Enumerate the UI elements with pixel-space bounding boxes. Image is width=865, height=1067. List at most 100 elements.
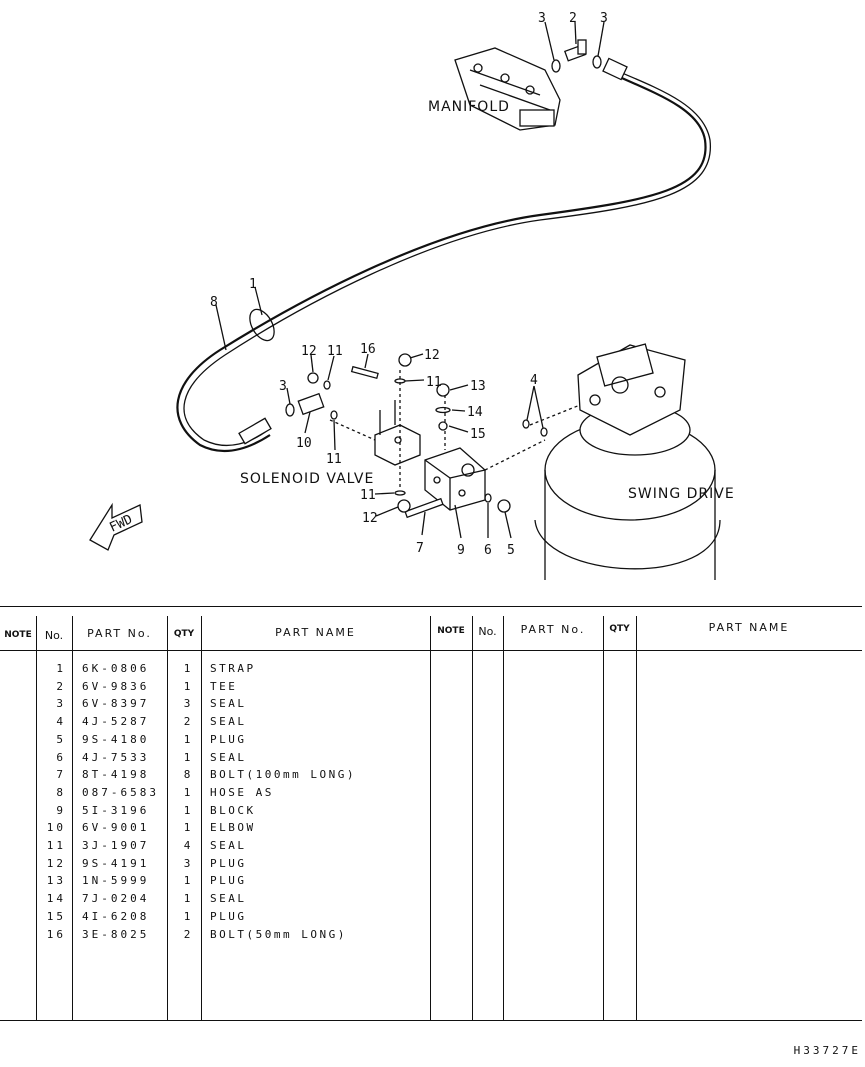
- callout-number: 12: [301, 344, 317, 359]
- forward-arrow-icon: [89, 502, 143, 551]
- strap: [249, 308, 275, 342]
- cell-qty: 1: [183, 750, 191, 764]
- cell-item-no: 6: [56, 750, 66, 764]
- page-code: H33727E: [793, 1044, 861, 1057]
- callout-number: 3: [279, 379, 287, 394]
- cell-part-no: 6V-9836: [82, 679, 150, 693]
- callout-number: 10: [296, 436, 312, 451]
- cell-part-no: 9S-4180: [82, 732, 150, 746]
- cell-part-name: SEAL: [210, 892, 247, 906]
- manifold-caption: MANIFOLD: [428, 99, 510, 115]
- cell-item-no: 1: [56, 662, 66, 675]
- cell-item-no: 16: [46, 927, 66, 941]
- cell-qty: 1: [183, 892, 191, 906]
- cell-part-no: 6K-0806: [82, 662, 150, 675]
- solenoid-valve: [374, 400, 421, 466]
- cell-part-no: 1N-5999: [82, 874, 150, 888]
- callout-number: 5: [507, 543, 515, 558]
- cell-item-no: 2: [56, 679, 66, 693]
- parts-list-table: NOTE No. PART No. QTY PART NAME NOTE No.…: [0, 606, 865, 1026]
- cell-part-name: SEAL: [210, 697, 247, 711]
- header-part-name: PART NAME: [275, 626, 356, 639]
- cell-qty: 4: [183, 839, 191, 852]
- cell-part-name: BOLT(50mm LONG): [210, 927, 347, 941]
- cell-qty: 1: [183, 803, 191, 817]
- cell-item-no: 10: [46, 821, 66, 835]
- cell-part-no: 087-6583: [82, 785, 159, 799]
- cell-item-no: 3: [56, 697, 66, 711]
- callout-number: 4: [530, 373, 538, 388]
- table-row: 6 4J-7533 1 SEAL: [0, 751, 430, 768]
- cell-item-no: 9: [56, 803, 66, 817]
- cell-part-name: PLUG: [210, 732, 247, 746]
- cell-part-name: BLOCK: [210, 803, 256, 817]
- cell-part-no: 3J-1907: [82, 839, 150, 852]
- callout-number: 11: [426, 375, 442, 390]
- header-qty: QTY: [173, 629, 195, 639]
- cell-item-no: 13: [46, 874, 66, 888]
- table-row: 7 8T-4198 8 BOLT(100mm LONG): [0, 768, 430, 785]
- table-header-rule: [0, 650, 862, 651]
- cell-part-name: PLUG: [210, 874, 247, 888]
- cell-part-name: BOLT(100mm LONG): [210, 768, 356, 782]
- cell-qty: 1: [183, 821, 191, 835]
- cell-qty: 3: [183, 856, 191, 870]
- header-no: No.: [44, 629, 64, 642]
- callout-number: 11: [326, 452, 342, 467]
- header-no: No.: [478, 625, 497, 638]
- cell-qty: 1: [183, 909, 191, 923]
- block: [424, 447, 486, 511]
- cell-part-name: PLUG: [210, 856, 247, 870]
- cell-item-no: 4: [56, 715, 66, 729]
- swing-drive-caption: SWING DRIVE: [628, 486, 735, 502]
- cell-part-name: STRAP: [210, 662, 256, 675]
- swing-drive: [534, 343, 721, 580]
- cell-part-no: 6V-8397: [82, 697, 150, 711]
- header-qty: QTY: [609, 624, 630, 634]
- cell-part-no: 3E-8025: [82, 927, 150, 941]
- callout-number: 1: [249, 277, 257, 292]
- cell-part-no: 4J-5287: [82, 715, 150, 729]
- callout-number: 3: [600, 11, 608, 26]
- table-top-rule: [0, 606, 862, 607]
- cell-part-no: 4J-7533: [82, 750, 150, 764]
- cell-item-no: 14: [46, 892, 66, 906]
- cell-item-no: 7: [56, 768, 66, 782]
- cell-part-no: 7J-0204: [82, 892, 150, 906]
- table-row: 11 3J-1907 4 SEAL: [0, 839, 430, 856]
- cell-qty: 8: [183, 768, 191, 782]
- solenoid-valve-caption: SOLENOID VALVE: [240, 471, 374, 487]
- cell-part-name: SEAL: [210, 750, 247, 764]
- header-part-no: PART No.: [87, 627, 152, 640]
- exploded-parts-diagram: FWD MANIFOLD SOLENOID VALVE SWING DRIVE …: [89, 11, 735, 580]
- hose-assembly: [176, 73, 707, 453]
- cell-item-no: 12: [46, 856, 66, 870]
- cell-qty: 1: [183, 785, 191, 799]
- cell-part-no: 6V-9001: [82, 821, 150, 835]
- cell-item-no: 5: [56, 732, 66, 746]
- callout-number: 11: [327, 344, 343, 359]
- header-part-no: PART No.: [520, 623, 586, 636]
- callout-number: 2: [569, 11, 577, 26]
- cell-part-name: ELBOW: [210, 821, 256, 835]
- cell-item-no: 11: [46, 839, 66, 852]
- cell-part-name: TEE: [210, 679, 238, 693]
- callout-number: 8: [210, 295, 218, 310]
- callout-number: 15: [470, 427, 486, 442]
- table-row: 10 6V-9001 1 ELBOW: [0, 821, 430, 838]
- cell-part-name: SEAL: [210, 839, 247, 852]
- callout-number: 9: [457, 543, 465, 558]
- cell-item-no: 15: [46, 909, 66, 923]
- cell-part-name: SEAL: [210, 715, 247, 729]
- callout-number: 16: [360, 342, 376, 357]
- cell-part-no: 8T-4198: [82, 768, 150, 782]
